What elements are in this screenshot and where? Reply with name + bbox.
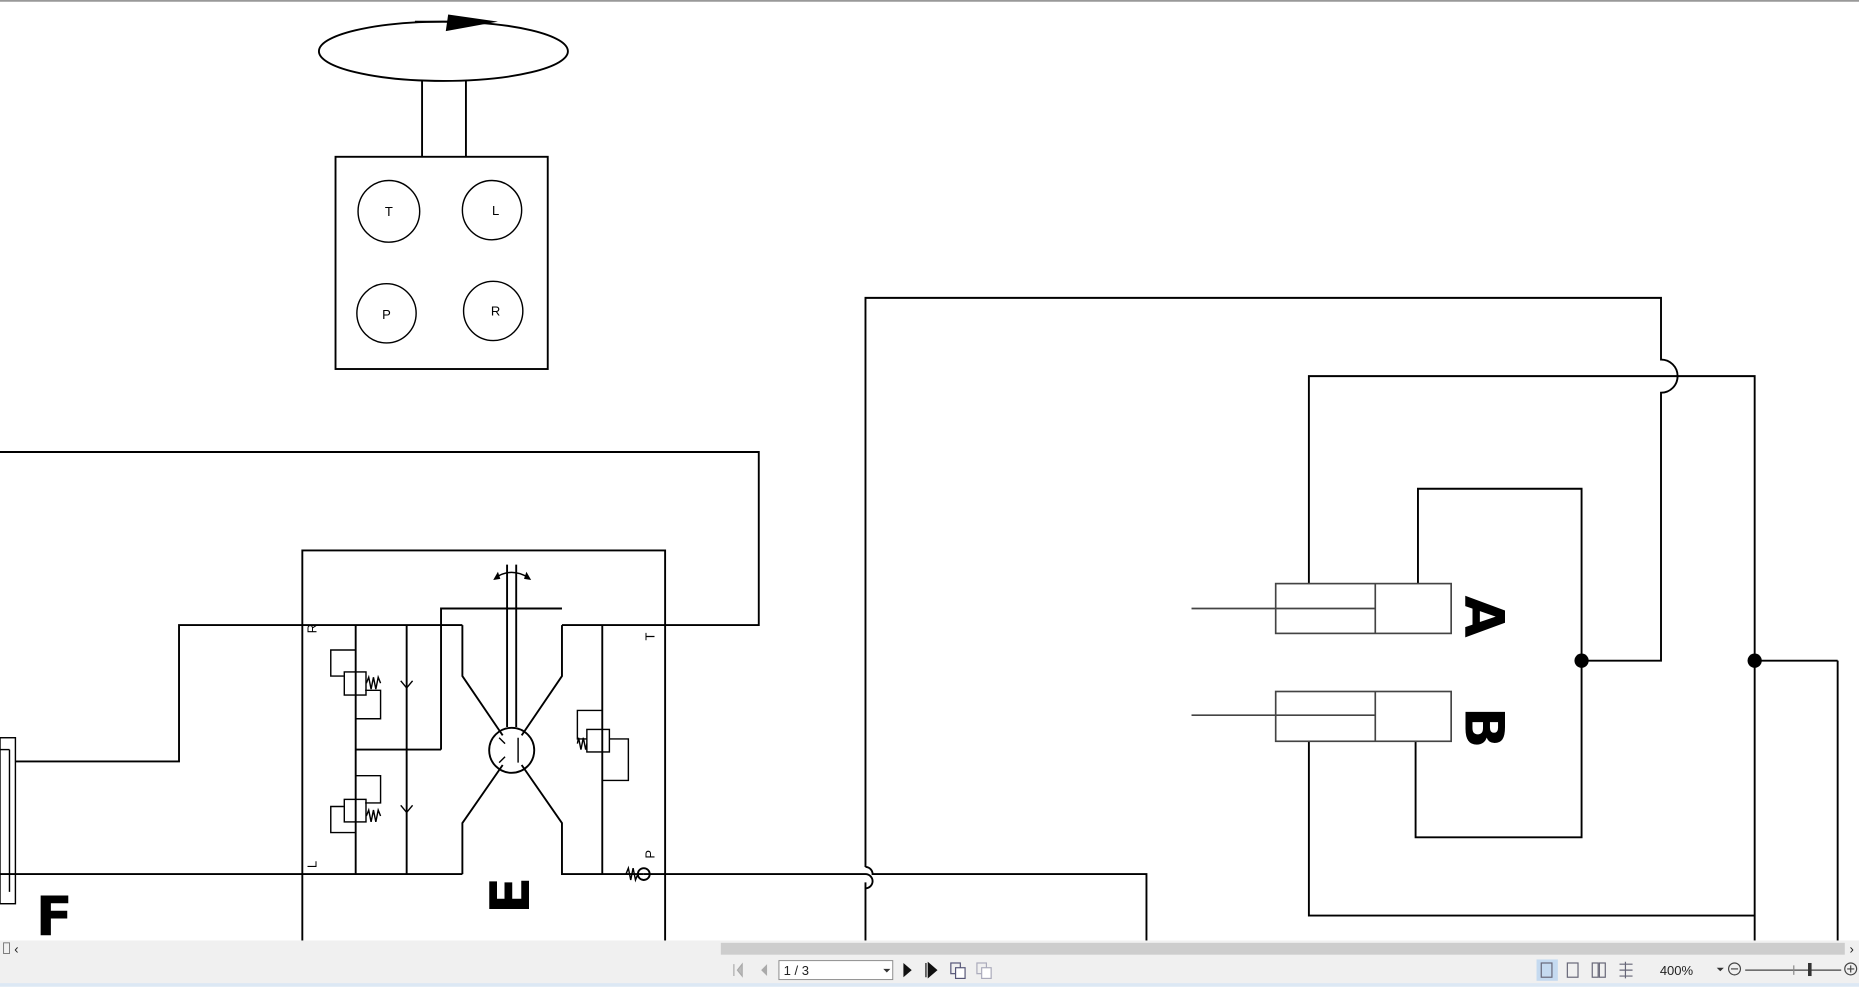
junction-dot <box>1747 653 1762 668</box>
zoom-slider-thumb[interactable] <box>1808 962 1812 977</box>
valve-port-t: T <box>642 633 657 641</box>
scroll-right-icon[interactable]: › <box>1850 942 1854 957</box>
last-page-icon[interactable] <box>925 961 938 979</box>
split-handle[interactable] <box>3 942 10 954</box>
label-a: A <box>1452 595 1516 637</box>
single-page-view-icon[interactable] <box>1540 962 1553 978</box>
zoom-dropdown-icon[interactable] <box>1716 967 1724 972</box>
next-page-icon[interactable] <box>903 962 912 978</box>
cylinder-b <box>1191 690 1452 743</box>
steering-unit-e: R L T P E <box>0 549 667 941</box>
rotation-arrow-icon <box>445 14 498 32</box>
page-dropdown-icon[interactable] <box>883 968 891 973</box>
copy-page-icon[interactable] <box>950 962 966 979</box>
scroll-left-icon[interactable]: ‹ <box>14 942 18 957</box>
port-l-label: L <box>492 203 499 218</box>
cylinder-a <box>1191 582 1452 635</box>
previous-page-icon[interactable] <box>761 964 768 977</box>
hydraulic-diagram: T L P R F <box>0 14 1839 949</box>
zoom-level[interactable]: 400% <box>1660 963 1694 978</box>
valve-port-p: P <box>642 850 657 859</box>
label-f: F <box>36 885 73 949</box>
port-r-label: R <box>491 304 500 319</box>
page-number-input[interactable]: 1 / 3 <box>778 960 894 981</box>
two-page-view-icon[interactable] <box>1591 962 1606 978</box>
steering-wheel-symbol: T L P R <box>317 14 569 370</box>
paste-page-icon[interactable] <box>976 962 992 979</box>
two-page-continuous-view-icon[interactable] <box>1619 961 1633 979</box>
label-e: E <box>478 877 542 914</box>
continuous-view-icon[interactable] <box>1566 962 1579 978</box>
port-p-label: P <box>382 307 391 322</box>
component-f-body <box>0 737 17 905</box>
svg-text:1 / 3: 1 / 3 <box>784 963 809 978</box>
zoom-out-icon[interactable] <box>1727 962 1742 976</box>
label-b: B <box>1452 707 1516 749</box>
bottom-toolbar: 1 / 3 400% <box>733 959 1858 981</box>
zoom-in-icon[interactable] <box>1844 962 1858 976</box>
first-page-icon[interactable] <box>733 962 743 978</box>
valve-port-l: L <box>305 861 320 868</box>
port-t-label: T <box>385 204 393 219</box>
junction-dot <box>1574 653 1589 668</box>
valve-port-r: R <box>305 624 320 633</box>
horizontal-scrollbar-thumb[interactable] <box>720 942 1845 955</box>
